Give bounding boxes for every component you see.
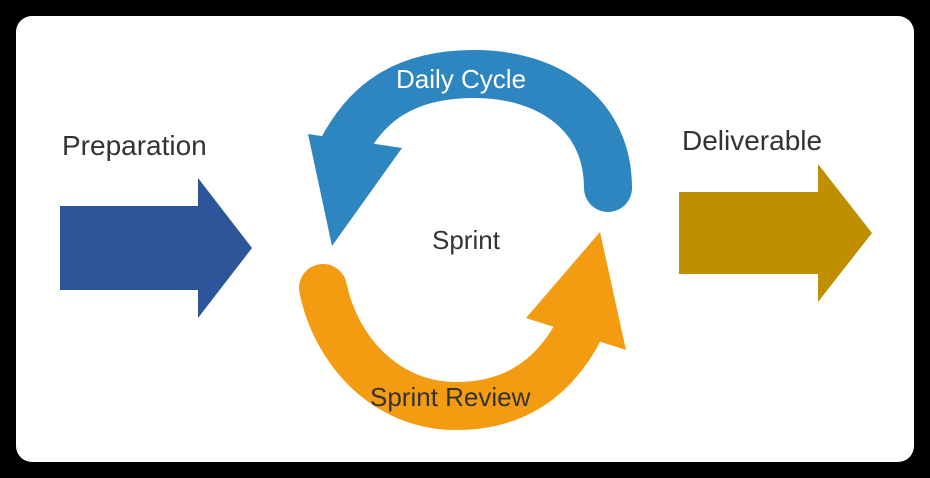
daily-cycle-arrowhead [308, 134, 402, 246]
deliverable-label: Deliverable [682, 125, 823, 156]
preparation-arrow [60, 178, 252, 318]
deliverable-arrow [679, 164, 872, 302]
sprint-review-label: Sprint Review [370, 382, 531, 412]
diagram-graphics [60, 49, 872, 431]
sprint-label: Sprint [432, 225, 500, 255]
daily-cycle-arrow-body [320, 49, 632, 212]
diagram-canvas: Preparation Deliverable Sprint Daily Cyc… [16, 16, 914, 462]
sprint-review-arrow-body [299, 264, 610, 431]
daily-cycle-label: Daily Cycle [396, 64, 527, 94]
sprint-review-arrowhead [526, 232, 626, 350]
preparation-label: Preparation [62, 130, 207, 161]
